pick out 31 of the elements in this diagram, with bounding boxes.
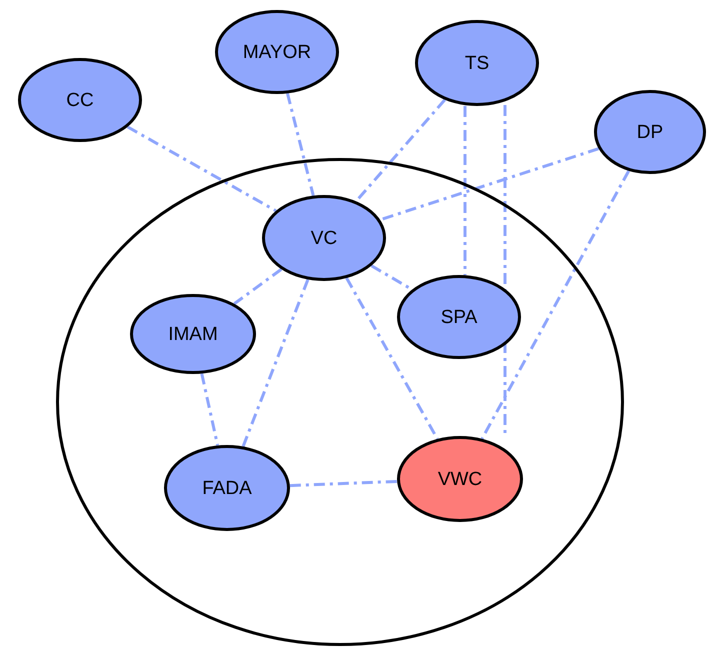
ellipse-node xyxy=(397,275,521,359)
ellipse-node xyxy=(594,90,706,174)
ellipse-node xyxy=(18,58,142,142)
connector-line xyxy=(286,93,315,196)
connector-line xyxy=(480,170,630,440)
ellipse-node xyxy=(164,445,290,531)
connector-line xyxy=(242,278,310,447)
connector-line xyxy=(504,105,506,292)
node-label: DP xyxy=(636,122,664,142)
node-label: VWC xyxy=(438,470,482,488)
ellipse-node xyxy=(130,294,256,374)
connector-line xyxy=(380,147,600,222)
node-label: MAYOR xyxy=(242,42,312,62)
node-label: FADA xyxy=(202,478,252,498)
node-label: CC xyxy=(66,90,94,110)
connector-line xyxy=(233,268,282,305)
ellipse-node xyxy=(415,20,539,106)
connector-line xyxy=(126,126,277,212)
connector-line xyxy=(290,480,398,488)
node-label: SPA xyxy=(440,308,478,326)
node-label: IMAM xyxy=(168,324,218,344)
node-label: VC xyxy=(310,228,338,248)
connector-line xyxy=(200,373,220,446)
ellipse-node xyxy=(397,436,523,522)
connector-line xyxy=(345,277,439,440)
ellipse-node xyxy=(215,10,339,94)
ellipse-node xyxy=(262,195,386,281)
group-ellipse xyxy=(56,158,624,646)
connector-line xyxy=(464,106,466,275)
connector-line xyxy=(355,98,446,202)
node-label: TS xyxy=(464,54,490,72)
